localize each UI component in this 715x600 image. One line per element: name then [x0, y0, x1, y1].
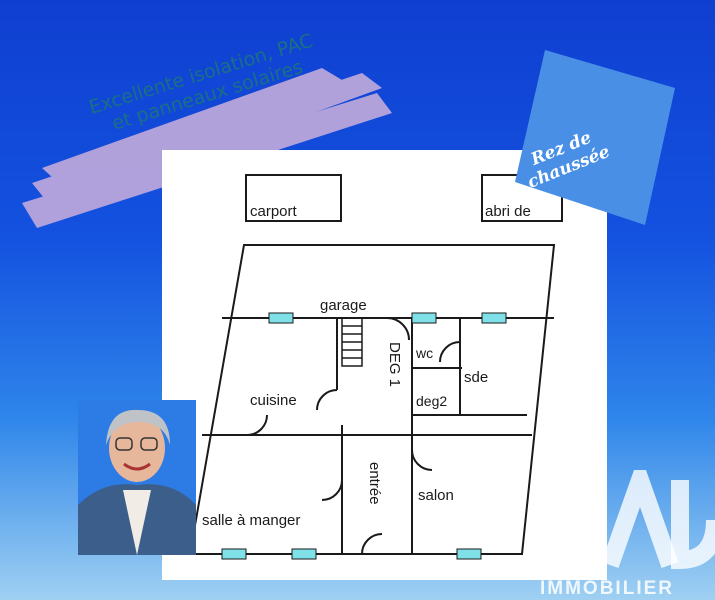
window: [291, 548, 317, 560]
room-label-salle: salle à manger: [202, 512, 300, 529]
floor-plan-drawing: carport abri de garage wc sde DEG 1 deg2…: [188, 174, 563, 560]
carport-outline: [245, 174, 342, 222]
brand-logo-icon: [601, 470, 715, 570]
room-label-sde: sde: [464, 369, 488, 386]
room-label-entree: entrée: [366, 462, 383, 505]
window: [268, 312, 294, 324]
room-label-abri: abri de: [485, 203, 531, 220]
window: [221, 548, 247, 560]
room-label-deg2: deg2: [416, 393, 447, 409]
floor-tag: [515, 50, 675, 225]
room-label-wc: wc: [415, 345, 433, 361]
room-label-salon: salon: [418, 487, 454, 504]
window: [411, 312, 437, 324]
window: [481, 312, 507, 324]
room-label-deg1: DEG 1: [386, 342, 403, 387]
house-outline: [188, 244, 556, 555]
room-label-garage: garage: [320, 297, 367, 314]
room-label-cuisine: cuisine: [250, 392, 297, 409]
window: [456, 548, 482, 560]
floor-plan: carport abri de garage wc sde DEG 1 deg2…: [162, 150, 607, 580]
stairs: [341, 317, 363, 367]
brand-name: IMMOBILIER: [540, 578, 674, 599]
room-label-carport: carport: [250, 203, 298, 220]
agent-portrait: [78, 400, 196, 555]
